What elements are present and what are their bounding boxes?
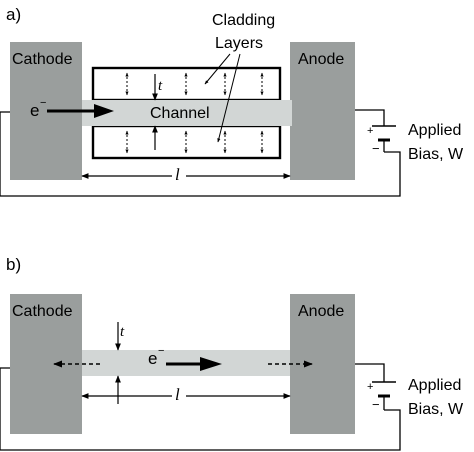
cladding-pointer-bottom [217, 53, 241, 143]
circuit-wire-a [0, 111, 401, 197]
cladding-label-line2: Layers [215, 35, 263, 52]
plus-sign-a: + [367, 125, 373, 137]
thickness-label-a: t [158, 78, 163, 94]
cathode-label-a: Cathode [12, 51, 73, 68]
anode-electrode-b [290, 294, 355, 434]
length-label-a: l [175, 165, 180, 184]
plus-sign-b: + [367, 381, 373, 393]
circuit-wire-b [0, 367, 401, 451]
electron-sup-b: − [158, 345, 164, 357]
cladding-layer-bottom [91, 124, 282, 160]
channel-a [82, 100, 292, 126]
electron-arrowhead-b [200, 357, 222, 371]
cladding-layer-top [91, 66, 282, 102]
minus-sign-b: − [372, 397, 380, 412]
bias-label-a-line1: Applied [408, 122, 461, 139]
length-label-bg-a [172, 164, 186, 184]
bias-label-b-line1: Applied [408, 377, 461, 394]
circuit-wire-a-top [355, 109, 385, 126]
panel-b: b) + − Applied Bias, W Cathode Anode e −… [0, 255, 464, 451]
circuit-wire-b-top [355, 363, 385, 382]
anode-label-a: Anode [298, 51, 344, 68]
panel-a-label: a) [6, 5, 21, 24]
panel-b-label: b) [6, 255, 21, 274]
length-label-b: l [175, 385, 180, 404]
minus-sign-a: − [372, 141, 380, 156]
bias-label-a-line2: Bias, W [408, 146, 464, 163]
thickness-label-b: t [120, 324, 125, 340]
length-label-bg-b [172, 384, 186, 404]
anode-label-b: Anode [298, 303, 344, 320]
cladding-label-line1: Cladding [212, 12, 275, 29]
panel-a: a) + − Applied Bias, W Cathode Anode Cha… [0, 5, 464, 197]
electron-sup-a: − [40, 97, 46, 109]
electron-label-b: e [148, 349, 157, 368]
electron-arrowhead-a [94, 104, 114, 118]
cathode-label-b: Cathode [12, 303, 73, 320]
bias-label-b-line2: Bias, W [408, 401, 464, 418]
cladding-pointer-top [204, 53, 231, 85]
channel-label: Channel [150, 105, 210, 122]
anode-electrode-a [290, 42, 355, 180]
electron-label-a: e [30, 101, 39, 120]
